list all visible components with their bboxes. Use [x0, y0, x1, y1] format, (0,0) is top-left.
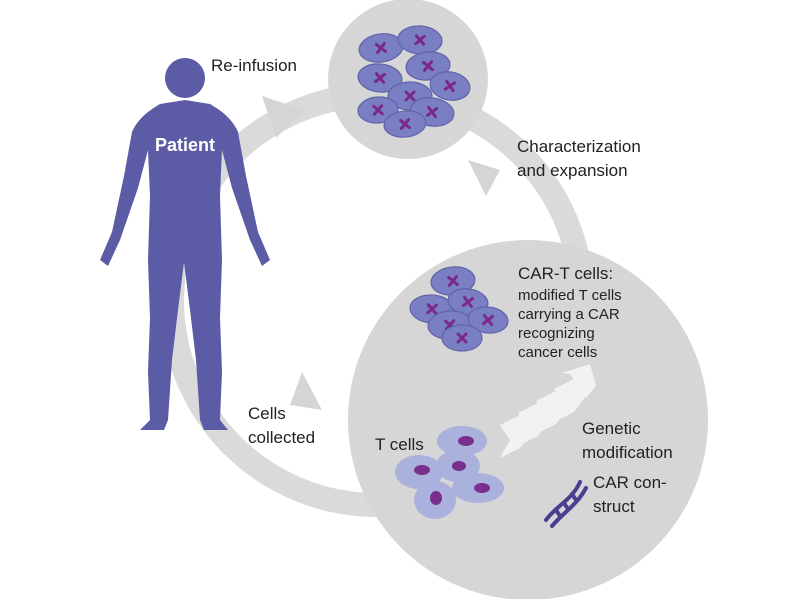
patient-figure: Patient: [100, 58, 270, 430]
cart-title-label: CAR-T cells:: [518, 264, 613, 283]
patient-body: [100, 100, 270, 430]
reinfusion-label: Re-infusion: [211, 56, 297, 75]
characterization-arrowhead: [468, 160, 500, 196]
car-construct-line1: CAR con-: [593, 473, 667, 492]
modification-chevron-arrow: [500, 364, 596, 458]
cart-cell: [357, 96, 399, 124]
cart-cell-cluster: [409, 266, 509, 352]
patient-head: [165, 58, 205, 98]
dna-icon: [544, 480, 588, 528]
cart-cell: [357, 63, 403, 93]
cart-desc-line3: recognizing: [518, 325, 595, 342]
t-cell: [452, 473, 504, 503]
cart-cell: [441, 324, 483, 352]
cart-desc-line1: modified T cells: [518, 287, 622, 304]
genetic-modification-line1: Genetic: [582, 419, 641, 438]
cart-cell: [467, 306, 509, 334]
reinfusion-arrowhead: [262, 96, 304, 138]
t-cells-label: T cells: [375, 435, 424, 454]
patient-label: Patient: [155, 135, 215, 155]
t-cell-cluster: [395, 426, 504, 519]
cart-desc-line2: carrying a CAR: [518, 306, 620, 323]
cart-cell: [383, 110, 427, 138]
t-cell: [437, 426, 487, 456]
characterization-label-line1: Characterization: [517, 137, 641, 156]
cells-collected-line2: collected: [248, 428, 315, 447]
genetic-modification-line2: modification: [582, 443, 673, 462]
expanded-cart-cells: [357, 25, 471, 138]
cycle-arrowheads: [262, 96, 500, 410]
cart-cell: [397, 25, 443, 55]
cells-collected-line1: Cells: [248, 404, 286, 423]
car-construct-line2: struct: [593, 497, 635, 516]
characterization-label-line2: and expansion: [517, 161, 628, 180]
t-cell: [414, 481, 456, 519]
cells-collected-arrowhead: [290, 372, 322, 410]
cart-cell: [429, 71, 471, 101]
t-cell: [395, 455, 443, 489]
cart-desc-line4: cancer cells: [518, 344, 597, 361]
